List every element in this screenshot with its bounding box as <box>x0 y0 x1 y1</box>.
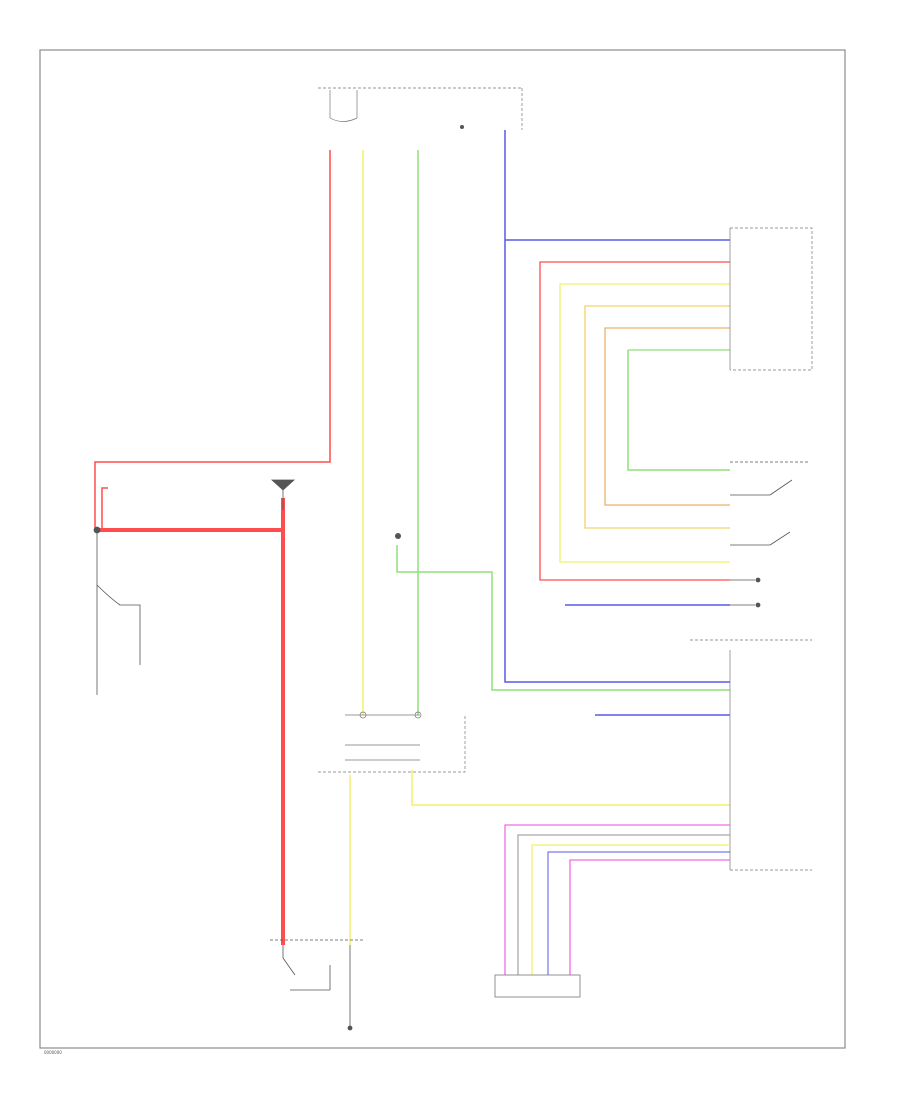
right-switches <box>730 461 810 608</box>
green-wire-branch <box>396 545 730 691</box>
middle-relay-box <box>318 711 466 773</box>
right-harness <box>539 261 730 581</box>
blue-wire-main <box>504 130 730 683</box>
bottom-harness <box>504 824 730 975</box>
bottom-connector <box>494 974 581 998</box>
yellow-wire-lower <box>411 770 730 806</box>
red-wire-group <box>94 150 331 945</box>
ground-markers <box>395 125 464 539</box>
center-fuse <box>270 479 296 510</box>
left-relay-component <box>93 526 141 695</box>
footer-id: 0000000 <box>44 1050 62 1055</box>
bottom-switch <box>270 939 365 1031</box>
right-lower-module <box>690 639 812 871</box>
right-top-connector <box>729 227 813 371</box>
green-wire-group <box>396 150 730 715</box>
green-wire-right <box>627 350 730 471</box>
yellow-wire-group <box>349 150 730 945</box>
red-wire-main <box>94 150 331 530</box>
diagram-frame <box>39 49 846 1049</box>
red-wire-branch <box>101 487 108 530</box>
blue-wire-group <box>504 130 730 716</box>
top-fuse-panel <box>318 87 523 130</box>
